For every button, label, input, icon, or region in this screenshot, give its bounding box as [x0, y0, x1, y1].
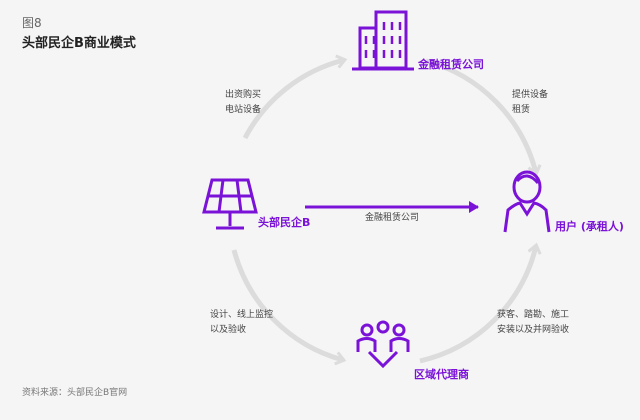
source-note: 资料来源：头部民企B官网: [22, 388, 128, 398]
building-icon: [352, 10, 414, 71]
arc-company-to-agent: [231, 249, 343, 360]
edge-company-to-user-label: 金融租赁公司: [365, 213, 420, 223]
arc-company-to-finance: [242, 60, 344, 140]
node-company-label: 头部民企B: [258, 216, 311, 229]
figure-number: 图8: [22, 16, 42, 30]
figure-title: 头部民企B商业模式: [22, 36, 136, 51]
edge-company-to-finance-label: 出资购买 电站设备: [225, 90, 262, 115]
solar-panel-icon: [202, 178, 258, 230]
edge-company-to-agent-label: 设计、线上监控 以及验收: [210, 310, 274, 335]
arc-finance-to-user: [425, 58, 536, 173]
node-finance-label: 金融租赁公司: [418, 58, 484, 71]
user-icon: [503, 170, 551, 233]
edge-finance-to-user-label: 提供设备 租赁: [512, 90, 549, 115]
team-icon: [356, 320, 410, 369]
node-agent-label: 区域代理商: [414, 368, 469, 381]
arc-agent-to-user: [419, 246, 536, 364]
node-user-label: 用户 (承租人): [555, 220, 624, 233]
edge-agent-to-user-label: 获客、踏勘、施工 安装以及并网验收: [497, 310, 570, 335]
